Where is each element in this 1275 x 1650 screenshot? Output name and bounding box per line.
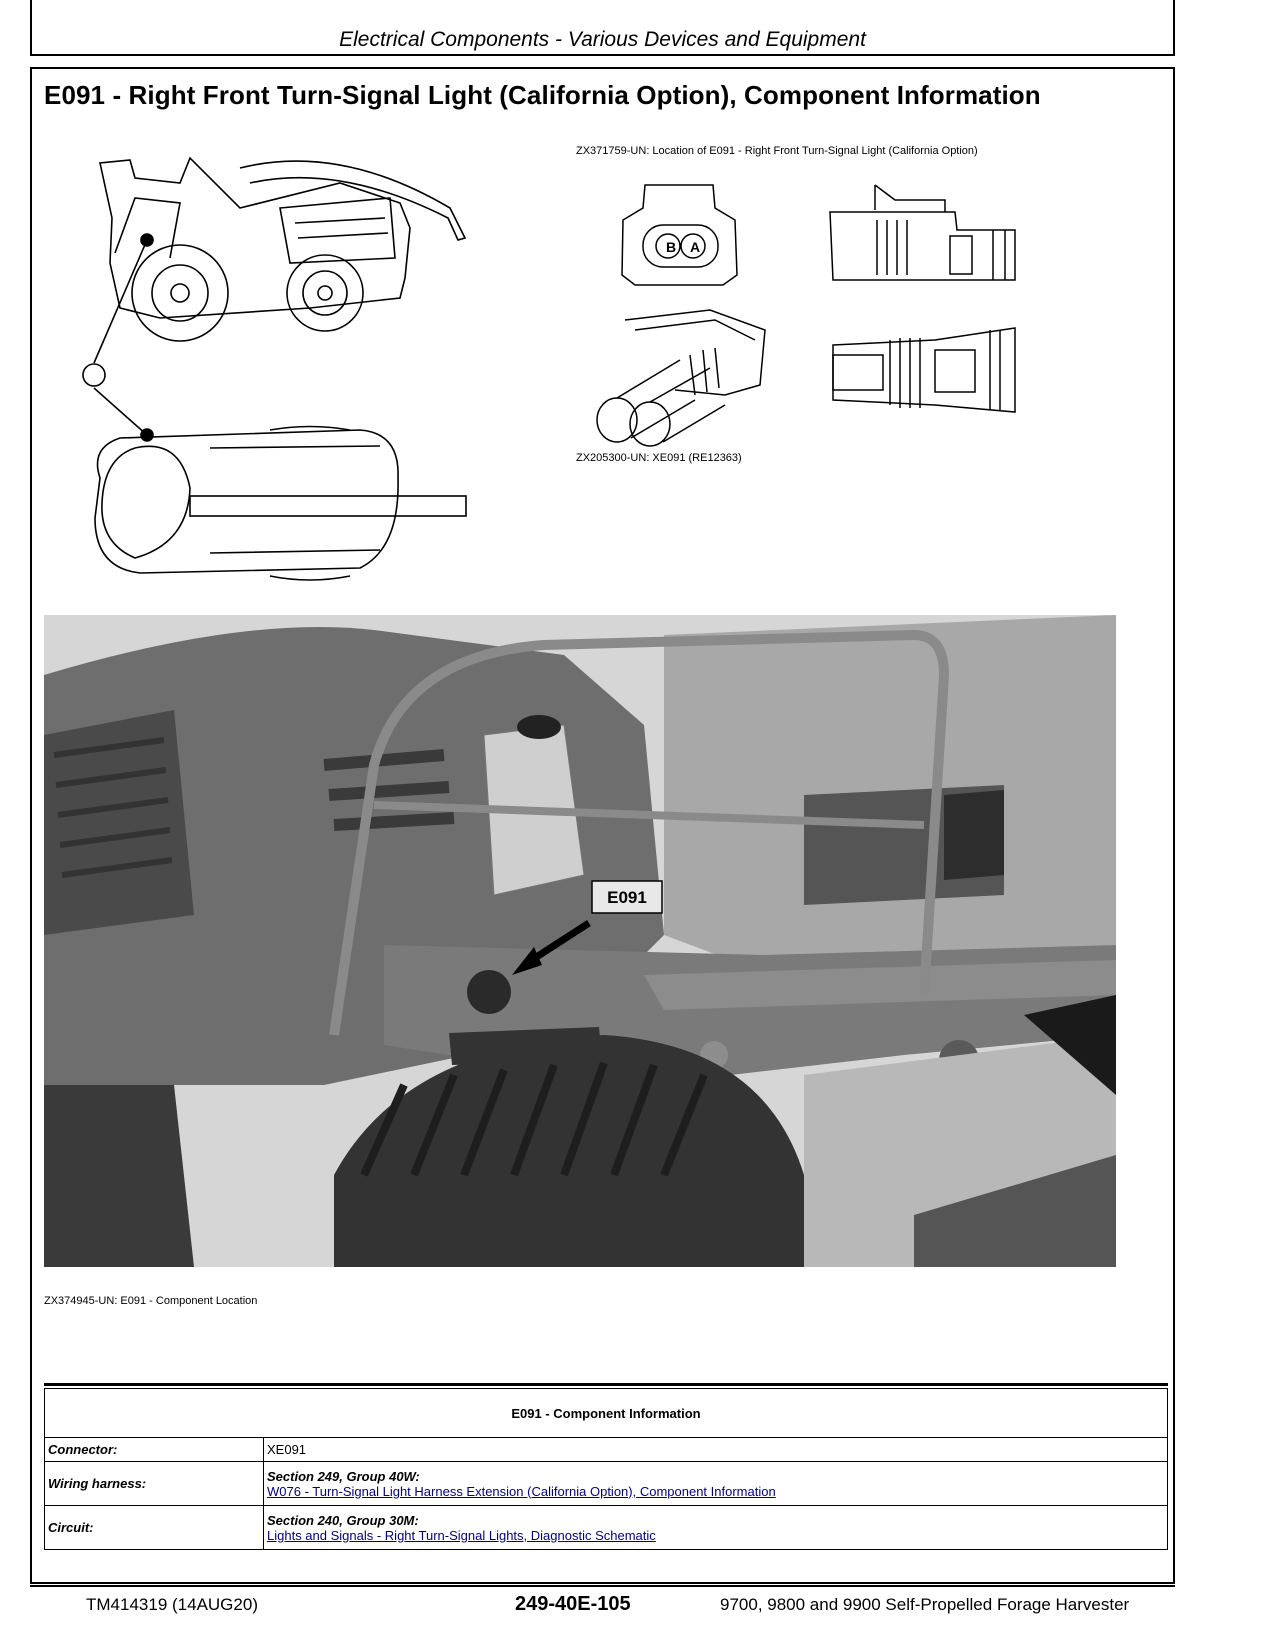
pin-b-label: B	[665, 239, 677, 255]
page-header-box: Electrical Components - Various Devices …	[30, 0, 1175, 56]
machine-location-drawing	[82, 156, 467, 581]
circuit-value: Section 240, Group 30M: Lights and Signa…	[263, 1505, 1168, 1550]
component-location-photo	[44, 615, 1116, 1267]
table-top-rule	[44, 1383, 1168, 1386]
wiring-harness-section: Section 249, Group 40W:	[267, 1468, 420, 1484]
content-frame	[30, 67, 1175, 1584]
pin-a-label: A	[689, 239, 701, 255]
footer-page-number: 249-40E-105	[515, 1593, 631, 1615]
location-figure-caption: ZX371759-UN: Location of E091 - Right Fr…	[576, 145, 978, 157]
table-heading: E091 - Component Information	[44, 1388, 1168, 1438]
table-row-connector: Connector: XE091	[44, 1437, 1168, 1462]
circuit-link[interactable]: Lights and Signals - Right Turn-Signal L…	[267, 1527, 656, 1543]
wiring-harness-label: Wiring harness:	[44, 1461, 264, 1506]
section-title: Electrical Components - Various Devices …	[339, 28, 866, 51]
photo-caption: ZX374945-UN: E091 - Component Location	[44, 1295, 258, 1307]
connector-drawing	[596, 184, 1016, 447]
connector-value: XE091	[263, 1437, 1168, 1462]
wiring-harness-value: Section 249, Group 40W: W076 - Turn-Sign…	[263, 1461, 1168, 1506]
table-row-circuit: Circuit: Section 240, Group 30M: Lights …	[44, 1505, 1168, 1550]
connector-label: Connector:	[44, 1437, 264, 1462]
footer-product: 9700, 9800 and 9900 Self-Propelled Forag…	[720, 1595, 1130, 1614]
photo-callout-label: E091	[607, 888, 647, 907]
circuit-label: Circuit:	[44, 1505, 264, 1550]
connector-figure-caption: ZX205300-UN: XE091 (RE12363)	[576, 452, 742, 464]
wiring-harness-link[interactable]: W076 - Turn-Signal Light Harness Extensi…	[267, 1483, 776, 1499]
table-row-wiring-harness: Wiring harness: Section 249, Group 40W: …	[44, 1461, 1168, 1506]
circuit-section: Section 240, Group 30M:	[267, 1512, 419, 1528]
page-title: E091 - Right Front Turn-Signal Light (Ca…	[44, 80, 1041, 110]
footer-rule	[30, 1585, 1175, 1587]
component-info-table: E091 - Component Information Connector: …	[44, 1388, 1168, 1550]
footer-doc-id: TM414319 (14AUG20)	[86, 1595, 258, 1614]
table-header-row: E091 - Component Information	[44, 1388, 1168, 1438]
